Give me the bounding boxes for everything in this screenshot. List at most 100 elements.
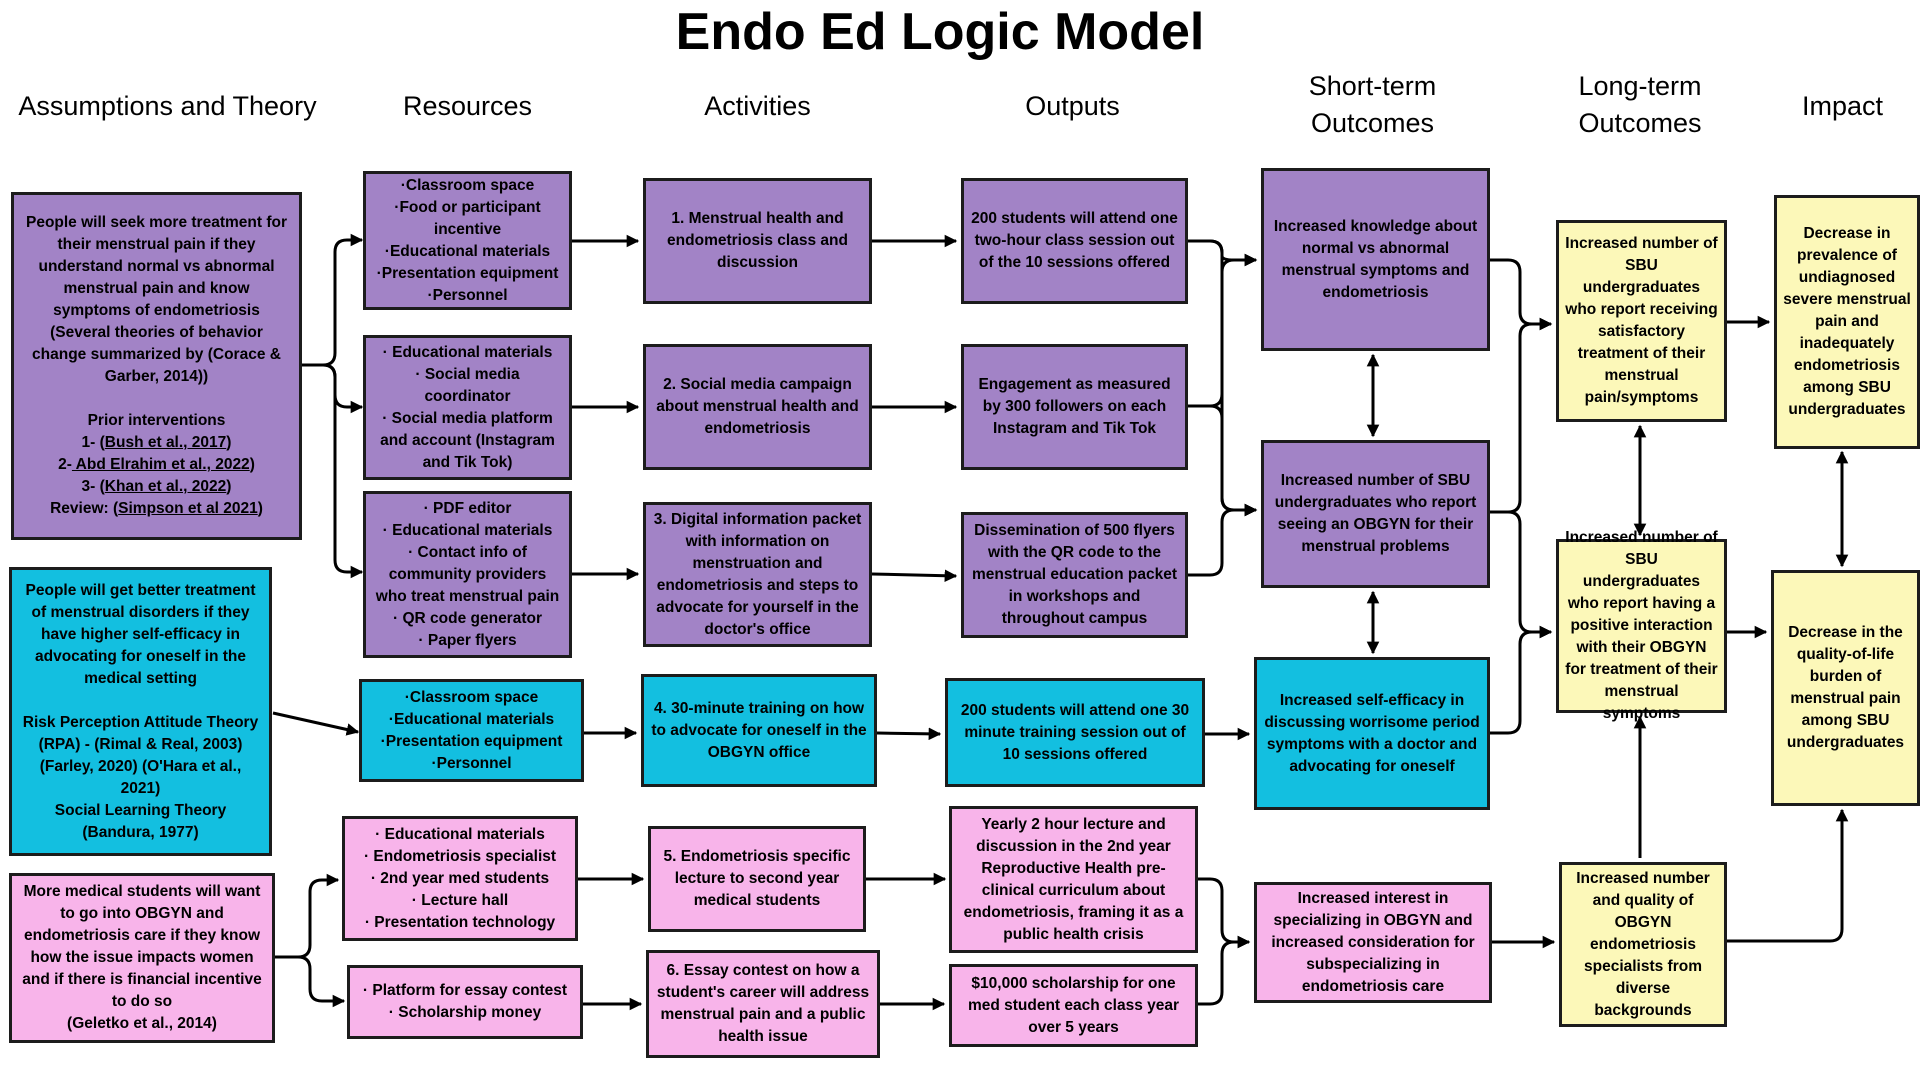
- assumption-box-self-efficacy: People will get better treatment of mens…: [9, 567, 272, 856]
- box-text-line: of menstrual disorders if they: [31, 603, 250, 621]
- box-text-line: OBGYN office: [707, 743, 811, 761]
- box-text-line: People will get better treatment: [25, 581, 256, 599]
- arrow-o5-s4: [1198, 877, 1251, 949]
- box-text-line: · Social media: [415, 365, 520, 383]
- box-text-line: lecture to second year: [674, 870, 840, 887]
- header-resources: Resources: [370, 88, 565, 125]
- assumption-box-education: People will seek more treatment for thei…: [11, 192, 302, 540]
- short-term-box-knowledge: Increased knowledge about normal vs abnor…: [1261, 168, 1490, 351]
- box-text-line: of the 10 sessions offered: [978, 254, 1171, 271]
- arrow-a3-r6: [275, 955, 346, 1008]
- box-text-line: subspecializing in: [1306, 955, 1440, 973]
- ref-link-simpson[interactable]: Simpson et al 2021: [118, 500, 258, 517]
- box-text-line: 200 students will attend one: [971, 210, 1178, 227]
- box-text-line: 1- (: [81, 434, 105, 451]
- box-text-line: Increased knowledge about: [1273, 217, 1478, 235]
- box-text-line: advocate for yourself in the: [656, 598, 859, 616]
- prior-ref-2: 2- Abd Elrahim et al., 2022): [58, 454, 255, 476]
- box-text-line: with their OBGYN: [1576, 639, 1707, 656]
- box-text-line: endometriosis class and: [667, 232, 848, 249]
- box-text-line: 200 students will attend one 30: [960, 701, 1190, 719]
- column-header-text: Long-term: [1578, 71, 1702, 101]
- diagram-title: Endo Ed Logic Model: [675, 3, 1205, 61]
- box-text-line: ·Personnel: [431, 754, 512, 772]
- box-text-line: by 300 followers on each: [982, 398, 1167, 415]
- box-text-line: understand normal vs abnormal: [38, 258, 275, 275]
- box-text-line: among SBU: [1801, 712, 1890, 729]
- box-text-line: Social Learning Theory: [54, 801, 227, 819]
- box-text-line: health issue: [718, 1028, 808, 1045]
- box-text-line: ·Classroom space: [404, 688, 539, 706]
- box-text-line: $10,000 scholarship for one: [971, 974, 1176, 992]
- box-text-line: ·Presentation equipment: [380, 732, 563, 750]
- box-text-line: 4. 30-minute training on how: [653, 699, 865, 717]
- box-text-line: seeing an OBGYN for their: [1277, 516, 1474, 533]
- box-text-line: · Platform for essay contest: [362, 982, 568, 999]
- box-text-line: menstrual: [1604, 683, 1679, 700]
- box-text-line: burden of: [1809, 668, 1882, 685]
- box-text-line: and account (Instagram: [380, 431, 555, 449]
- ref-link-khan[interactable]: Khan et al., 2022: [104, 478, 227, 495]
- box-text-line: Garber, 2014)): [104, 368, 209, 385]
- arrow-o3-s2: [1188, 503, 1258, 577]
- box-text-line: 1. Menstrual health and: [671, 210, 844, 227]
- box-text-line: pain/symptoms: [1584, 389, 1699, 406]
- box-text-line: · Contact info of: [408, 543, 527, 561]
- box-text-line: undiagnosed: [1798, 269, 1896, 286]
- box-text-line: menstrual education packet: [971, 566, 1177, 583]
- box-text-line: normal vs abnormal: [1301, 239, 1450, 257]
- box-text-line: · Scholarship money: [388, 1004, 542, 1021]
- header-outputs: Outputs: [960, 88, 1185, 125]
- header-assumptions: Assumptions and Theory: [5, 88, 330, 125]
- box-text-line: Risk Perception Attitude Theory: [22, 713, 259, 731]
- arrow-l3-i2: [1727, 808, 1849, 943]
- box-text-line: 2. Social media campaign: [663, 376, 852, 393]
- column-header-text: Impact: [1801, 91, 1884, 121]
- box-text-line: minute training session out of: [964, 723, 1186, 741]
- box-text-line: endometriosis and steps to: [656, 576, 859, 594]
- box-text-line: menstrual symptoms and: [1281, 261, 1470, 279]
- box-text-line: their menstrual pain if they: [57, 236, 256, 253]
- column-header-text: Resources: [402, 91, 533, 121]
- box-text-line: student's career will address: [656, 984, 870, 1001]
- box-text-line: change summarized by (Corace &: [32, 346, 281, 363]
- box-text-line: · Paper flyers: [418, 631, 517, 649]
- box-text-line: among SBU: [1803, 379, 1891, 396]
- box-text-line: satisfactory: [1597, 323, 1685, 340]
- box-text-line: · 2nd year med students: [370, 869, 550, 887]
- box-text-line: (Geletko et al., 2014): [67, 1015, 217, 1032]
- arrow-o2-s2: [1188, 404, 1258, 517]
- box-text-line: who treat menstrual pain: [375, 587, 560, 605]
- box-text-line: · QR code generator: [393, 609, 542, 627]
- column-header-text: Short-term: [1308, 71, 1437, 101]
- box-text-line: Instagram and Tik Tok: [992, 420, 1157, 437]
- box-text-line: coordinator: [424, 387, 511, 405]
- box-text-line: undergraduates who report: [1274, 494, 1477, 511]
- arrow-act4-o4: [876, 727, 942, 741]
- box-text-line: increased consideration for: [1271, 933, 1475, 951]
- box-text-line: Yearly 2 hour lecture and: [981, 815, 1166, 833]
- resource-box-info-packet: · PDF editor· Educational materials· Con…: [363, 491, 572, 658]
- box-text-line: menstrual pain and know: [63, 280, 250, 297]
- box-text-line: how the issue impacts women: [30, 949, 254, 966]
- box-text-line: · Presentation technology: [364, 913, 556, 931]
- box-text-line: advocating for oneself: [1289, 757, 1455, 775]
- box-text-line: More medical students will want: [23, 883, 261, 900]
- box-text-line: 2021): [120, 779, 161, 797]
- box-text-line: who report having a: [1567, 595, 1716, 612]
- box-text-line: 3. Digital information packet: [653, 510, 862, 528]
- box-text-line: ·Educational materials: [384, 242, 551, 260]
- box-text-line: menstruation and: [692, 554, 823, 572]
- box-text-line: 2-: [58, 456, 72, 473]
- box-text-line: two-hour class session out: [974, 232, 1175, 249]
- ref-link-bush[interactable]: Bush et al., 2017: [104, 434, 227, 451]
- ref-link-abd-elrahim[interactable]: Abd Elrahim et al., 2022: [71, 456, 250, 473]
- box-text-line: and Tik Tok): [422, 453, 513, 471]
